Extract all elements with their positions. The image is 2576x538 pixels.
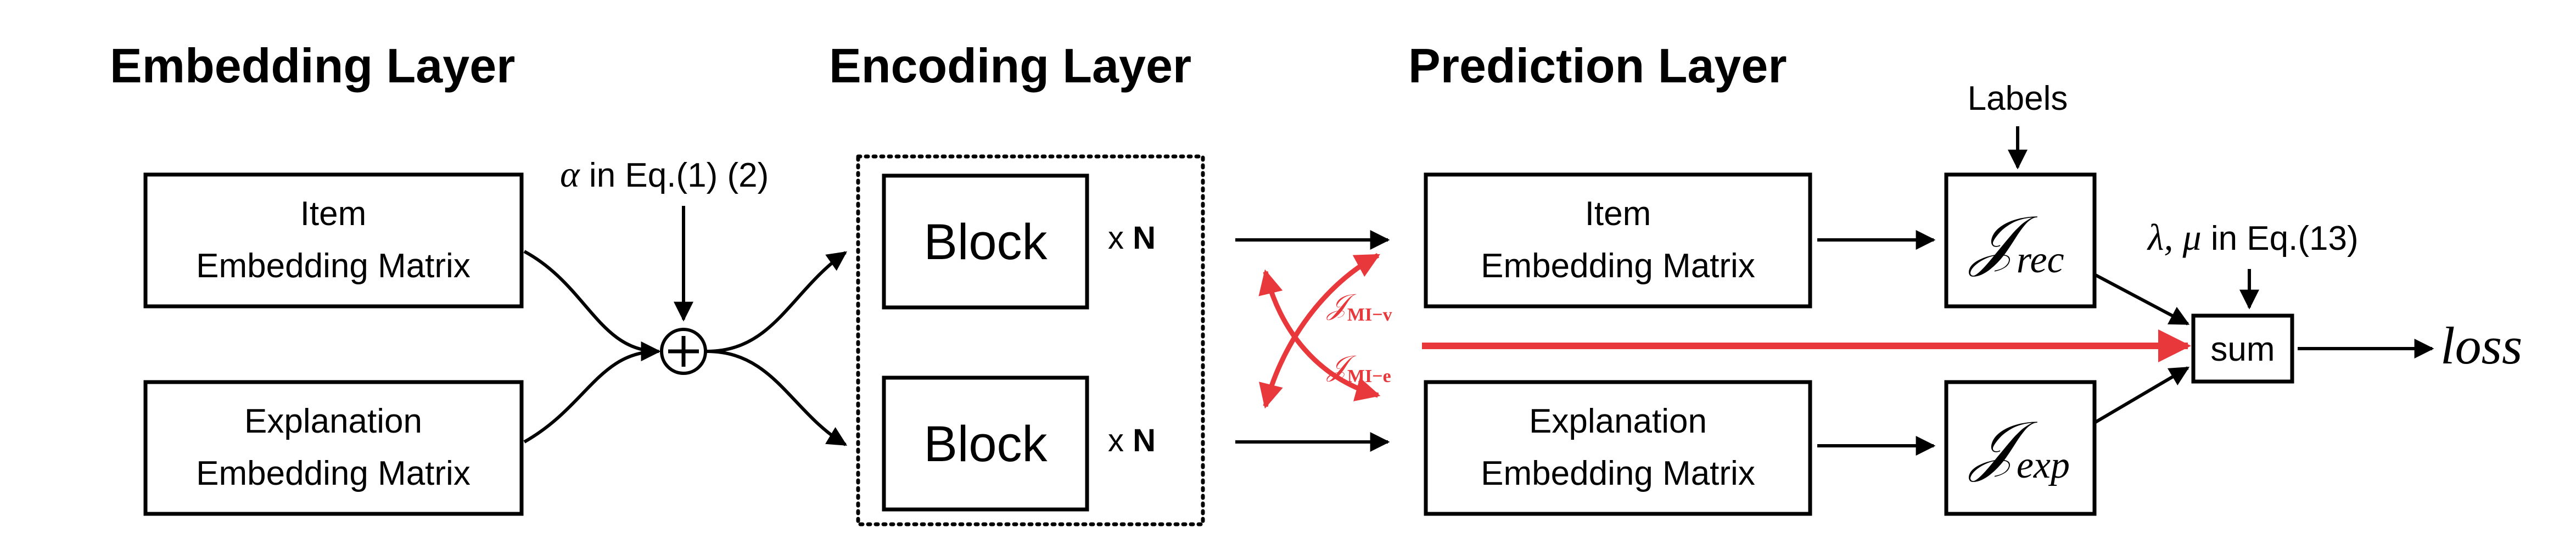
explanation-embedding-box: Explanation Embedding Matrix	[143, 380, 524, 516]
block-top-label: Block	[924, 214, 1048, 270]
block-bottom-label: Block	[924, 416, 1048, 472]
prediction-layer-title: Prediction Layer	[1408, 38, 1787, 93]
block-top-repeat-x: x	[1108, 220, 1133, 256]
block-bottom-repeat: x N	[1108, 423, 1156, 458]
pred-explanation-embedding-box: Explanation Embedding Matrix	[1424, 380, 1812, 516]
mi-v-label: 𝒥MI−v	[1326, 289, 1392, 325]
plus-to-top-block-arrow-icon	[706, 251, 847, 353]
loss-label: loss	[2440, 316, 2522, 375]
mi-e-cross-arrow-icon	[1259, 253, 1380, 409]
block-top-repeat: x N	[1108, 220, 1156, 256]
encoder-block-bottom: Block	[882, 376, 1089, 512]
jexp-box: 𝒥exp	[1944, 380, 2097, 516]
alpha-note-text: in Eq.(1) (2)	[580, 156, 769, 194]
encoding-layer-title: Encoding Layer	[829, 38, 1191, 93]
block-bottom-repeat-x: x	[1108, 423, 1133, 458]
jexp-to-sum-arrow-icon	[2093, 366, 2190, 424]
plus-circle-icon	[660, 328, 707, 375]
explanation-embedding-label-2: Embedding Matrix	[196, 455, 471, 492]
labels-text: Labels	[1968, 80, 2068, 117]
encoder-block-top: Block	[882, 173, 1089, 310]
alpha-symbol: α	[560, 153, 580, 195]
jexp-sub: exp	[2017, 444, 2070, 486]
sum-label: sum	[2210, 330, 2275, 368]
pred-item-embedding-label-2: Embedding Matrix	[1481, 247, 1755, 285]
mi-v-sub: MI−v	[1347, 305, 1392, 325]
item-to-plus-arrow-icon	[523, 250, 661, 361]
sum-box: sum	[2191, 313, 2294, 384]
embedding-layer-title: Embedding Layer	[110, 38, 515, 93]
item-embedding-box: Item Embedding Matrix	[143, 172, 524, 309]
lambda-mu-symbols: λ, μ	[2147, 216, 2202, 258]
explanation-embedding-label-1: Explanation	[244, 402, 422, 440]
jrec-to-sum-arrow-icon	[2093, 273, 2190, 326]
pred-explanation-embedding-label-1: Explanation	[1529, 402, 1707, 440]
pred-item-embedding-label-1: Item	[1585, 195, 1651, 233]
plus-to-bottom-block-arrow-icon	[706, 350, 848, 446]
lambda-mu-text: in Eq.(13)	[2202, 220, 2359, 257]
encoding-layer-frame	[856, 154, 1205, 526]
pred-item-embedding-box: Item Embedding Matrix	[1424, 172, 1812, 309]
item-embedding-label-2: Embedding Matrix	[196, 247, 471, 285]
block-bottom-repeat-n: N	[1133, 423, 1156, 458]
mi-e-sub: MI−e	[1347, 366, 1391, 386]
block-top-repeat-n: N	[1133, 220, 1156, 256]
mi-e-label: 𝒥MI−e	[1326, 351, 1391, 386]
alpha-note: α in Eq.(1) (2)	[560, 153, 769, 195]
lambda-mu-note: λ, μ in Eq.(13)	[2147, 216, 2359, 258]
expl-to-plus-arrow-icon	[523, 341, 661, 444]
item-embedding-label-1: Item	[300, 195, 367, 233]
jrec-sub: rec	[2017, 239, 2064, 281]
jrec-box: 𝒥rec	[1944, 172, 2097, 309]
pred-explanation-embedding-label-2: Embedding Matrix	[1481, 455, 1755, 492]
